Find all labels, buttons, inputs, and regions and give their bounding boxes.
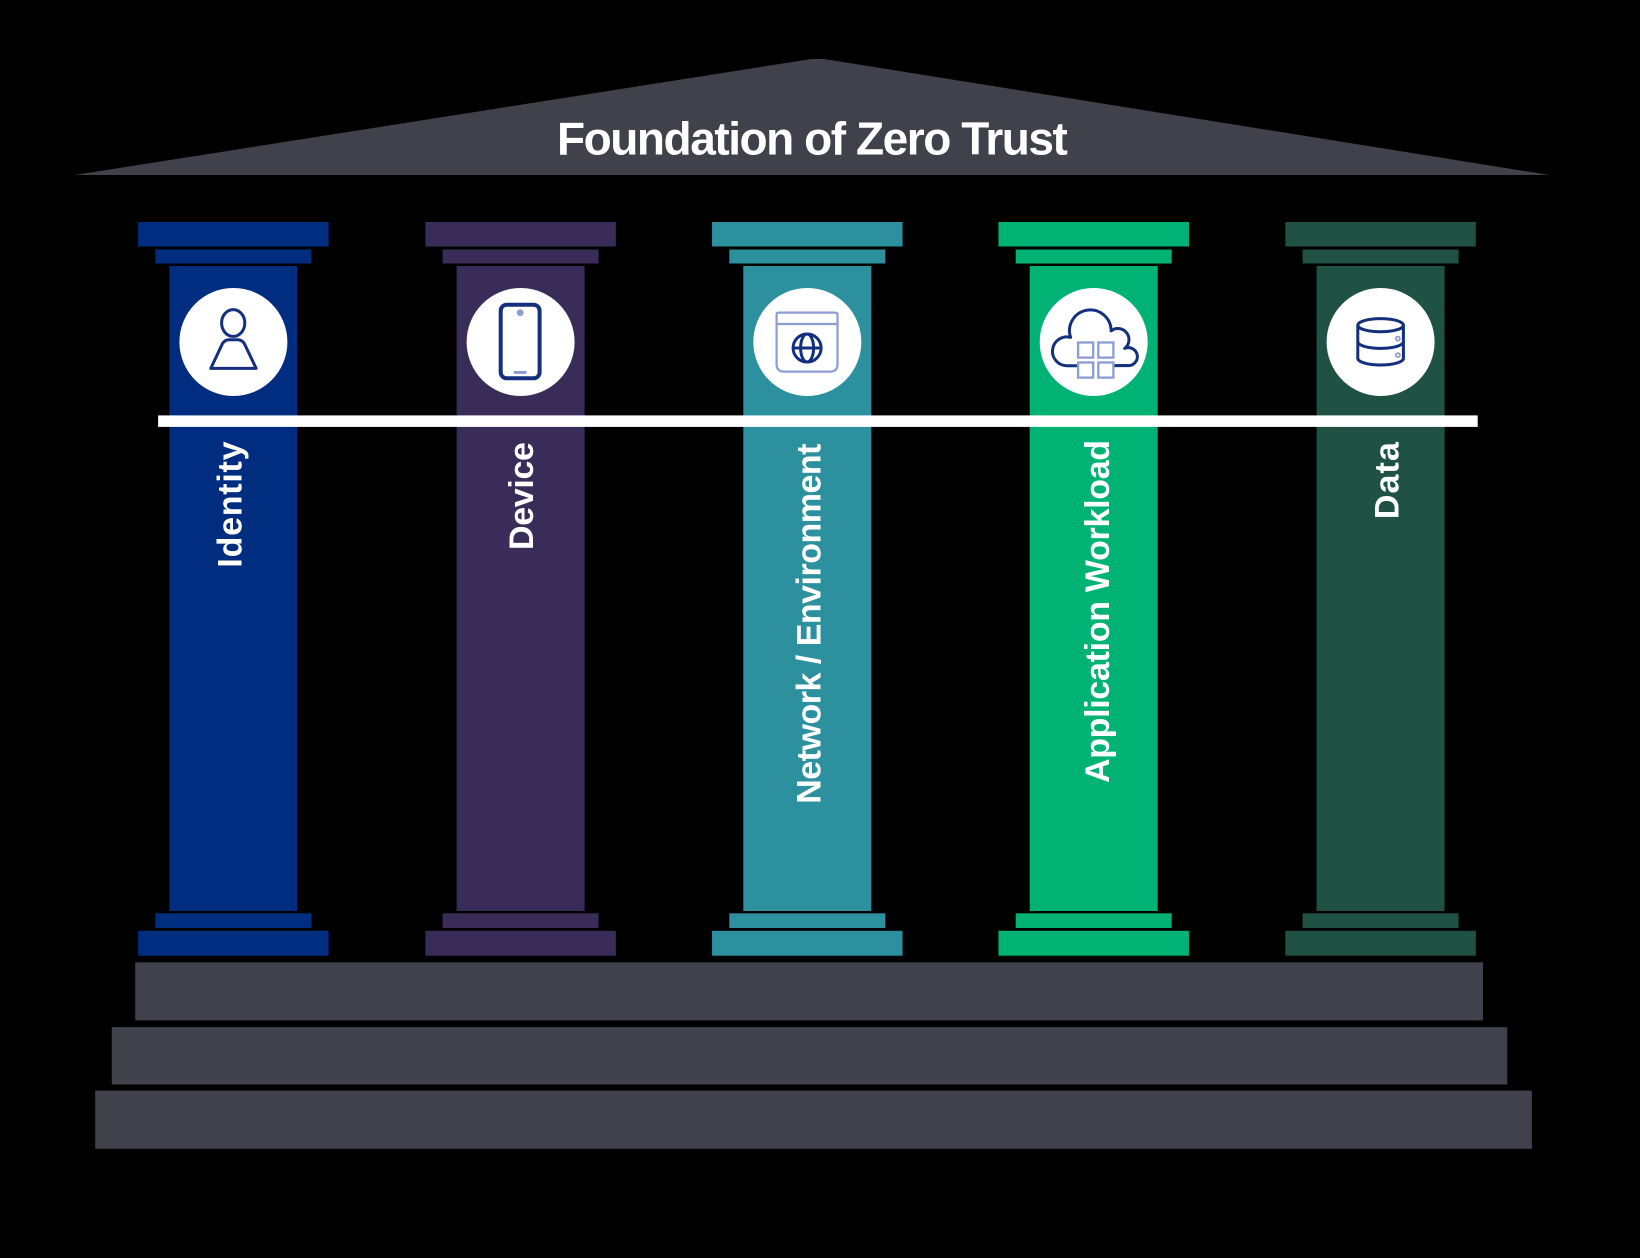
svg-text:Network / Environment: Network / Environment	[790, 444, 828, 804]
svg-text:Device: Device	[503, 442, 541, 550]
svg-text:Foundation of Zero Trust: Foundation of Zero Trust	[557, 113, 1068, 165]
svg-text:Application Workload: Application Workload	[1079, 440, 1117, 783]
svg-text:Identity: Identity	[211, 441, 249, 568]
svg-text:Data: Data	[1369, 441, 1407, 519]
